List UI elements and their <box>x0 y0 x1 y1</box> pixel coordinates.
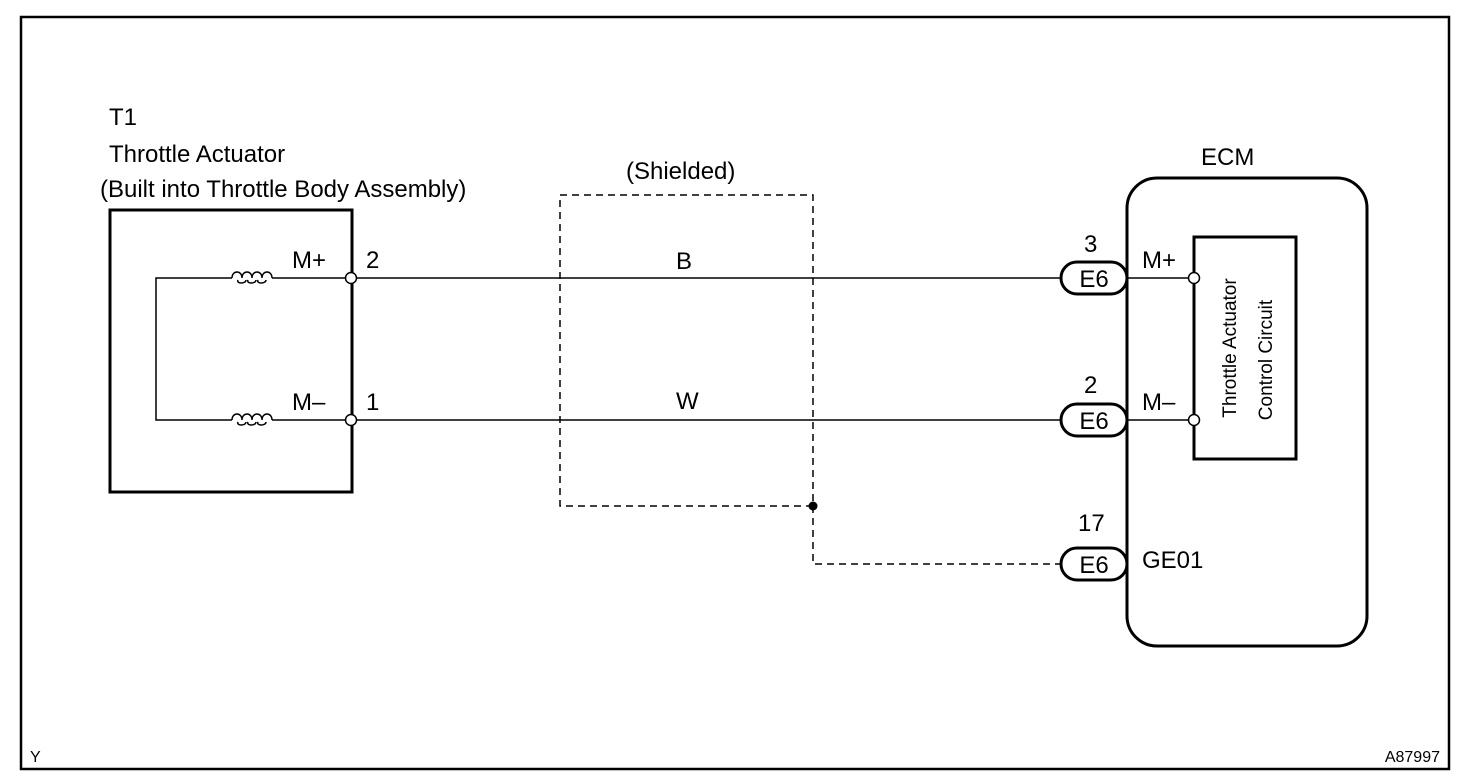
ecm-title: ECM <box>1201 144 1254 171</box>
terminal-icon-ecm-bottom <box>1187 413 1201 427</box>
control-circuit-box <box>1192 235 1298 461</box>
shield-label: (Shielded) <box>626 158 735 185</box>
shield-ground-wire <box>812 506 1062 565</box>
connector-pin-3: 3 <box>1084 231 1097 258</box>
actuator-id: T1 <box>109 104 137 131</box>
actuator-name: Throttle Actuator <box>109 141 285 168</box>
terminal-icon-actuator-top <box>344 271 358 285</box>
shield-junction-icon <box>808 501 818 511</box>
terminal-icon-actuator-bottom <box>344 413 358 427</box>
connector-code-bottom: E6 <box>1079 552 1108 579</box>
coil-icon-top <box>231 271 346 284</box>
terminal-icon-ecm-top <box>1187 271 1201 285</box>
wire-color-bottom: W <box>676 388 699 415</box>
ecm-box <box>1125 176 1369 648</box>
actuator-pin-number-top: 2 <box>366 247 379 274</box>
ecm-pin-m-plus: M+ <box>1142 247 1176 274</box>
actuator-pin-number-bottom: 1 <box>366 389 379 416</box>
control-circuit-line1: Throttle Actuator <box>1220 278 1241 418</box>
control-circuit-line2: Control Circuit <box>1256 299 1277 420</box>
shield-box <box>559 194 814 507</box>
figure-id: A87997 <box>1385 749 1440 766</box>
actuator-internal-wire <box>155 277 232 421</box>
corner-label-left: Y <box>30 749 41 766</box>
connector-pin-17: 17 <box>1078 510 1105 537</box>
ecm-ground-label: GE01 <box>1142 547 1203 574</box>
connector-pin-2: 2 <box>1084 372 1097 399</box>
connector-code-middle: E6 <box>1079 408 1108 435</box>
actuator-pin-m-minus: M– <box>292 389 326 416</box>
connector-e6-bottom <box>1059 546 1129 582</box>
wire-color-top: B <box>676 248 692 275</box>
ecm-pin-m-minus: M– <box>1142 389 1176 416</box>
connector-code-top: E6 <box>1079 266 1108 293</box>
coil-icon-bottom <box>231 413 346 426</box>
actuator-note: (Built into Throttle Body Assembly) <box>100 176 466 203</box>
actuator-box <box>108 208 354 494</box>
actuator-pin-m-plus: M+ <box>292 247 326 274</box>
diagram-frame <box>19 15 1451 771</box>
